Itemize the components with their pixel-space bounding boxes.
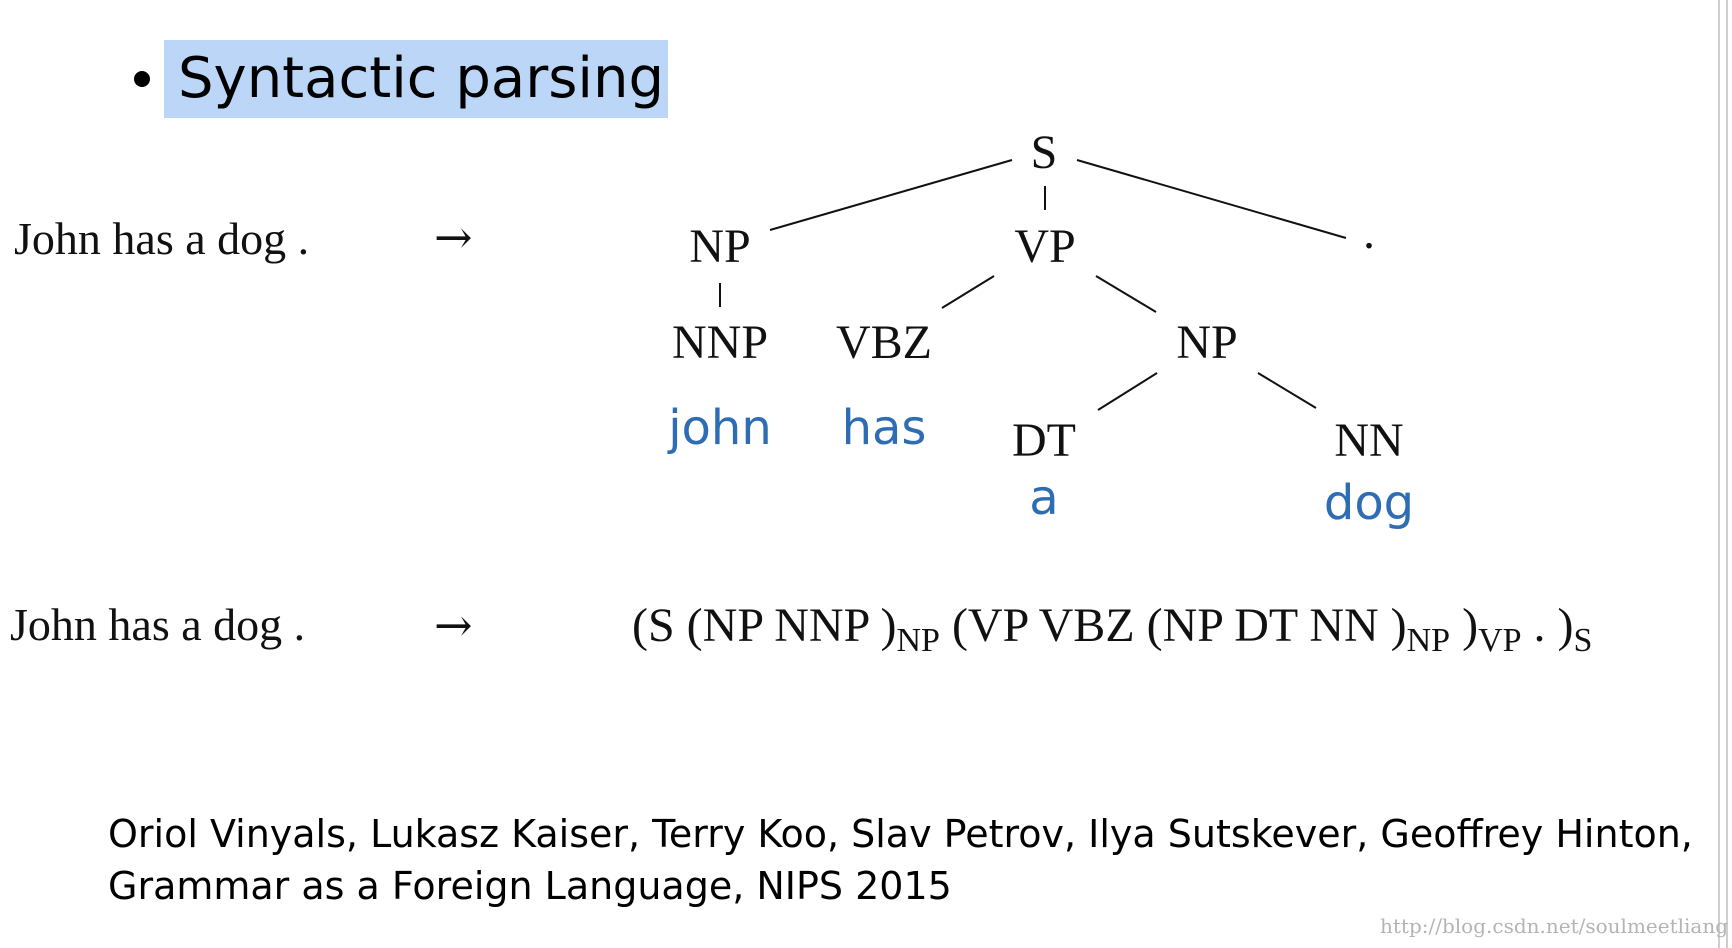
sentence-text-1: John has a dog . [14, 213, 310, 264]
edge-s-period [1076, 159, 1347, 239]
linear-subscript: S [1573, 622, 1593, 659]
edge-vp-np [1095, 275, 1157, 313]
tree-node-np-2: NP [1176, 316, 1237, 369]
edge-s-np [769, 159, 1013, 231]
right-edge-line [1718, 0, 1720, 948]
edge-np-nn [1257, 372, 1317, 409]
linear-part: (S (NP NNP ) [632, 599, 897, 652]
slide-title: Syntactic parsing [164, 40, 669, 118]
citation: Oriol Vinyals, Lukasz Kaiser, Terry Koo,… [108, 808, 1693, 912]
sentence-text-2: John has a dog . [10, 599, 306, 650]
linearized-parse: (S (NP NNP )NP (VP VBZ (NP DT NN )NP )VP… [632, 598, 1592, 660]
tree-node-dt: DT [1012, 414, 1076, 467]
tree-word-a: a [1029, 470, 1058, 526]
tree-node-nnp: NNP [672, 316, 768, 369]
tree-word-john: john [667, 400, 772, 456]
tree-node-np: NP [689, 220, 750, 273]
edge-np-dt [1097, 372, 1158, 411]
title-row: Syntactic parsing [134, 40, 669, 118]
citation-authors: Oriol Vinyals, Lukasz Kaiser, Terry Koo,… [108, 812, 1693, 856]
tree-node-period: . [1363, 206, 1375, 259]
tree-node-nn: NN [1334, 414, 1403, 467]
tree-word-has: has [842, 400, 927, 456]
tree-node-vbz: VBZ [836, 316, 932, 369]
linear-part: . ) [1521, 599, 1574, 652]
tree-node-vp: VP [1014, 220, 1075, 273]
edge-vp-vbz [941, 275, 995, 309]
tree-node-s: S [1031, 126, 1058, 179]
right-edge-line [1726, 0, 1728, 948]
watermark: http://blog.csdn.net/soulmeetliang [1380, 914, 1729, 938]
bullet-icon [134, 71, 150, 87]
linear-part: (VP VBZ (NP DT NN ) [939, 599, 1407, 652]
linear-subscript: NP [1406, 622, 1451, 659]
linear-subscript: VP [1478, 622, 1522, 659]
arrow-icon: → [434, 598, 473, 652]
tree-word-dog: dog [1324, 475, 1414, 531]
citation-title: Grammar as a Foreign Language, NIPS 2015 [108, 864, 952, 908]
linear-subscript: NP [896, 622, 940, 659]
arrow-icon: → [434, 210, 473, 264]
linear-part: ) [1450, 599, 1479, 652]
